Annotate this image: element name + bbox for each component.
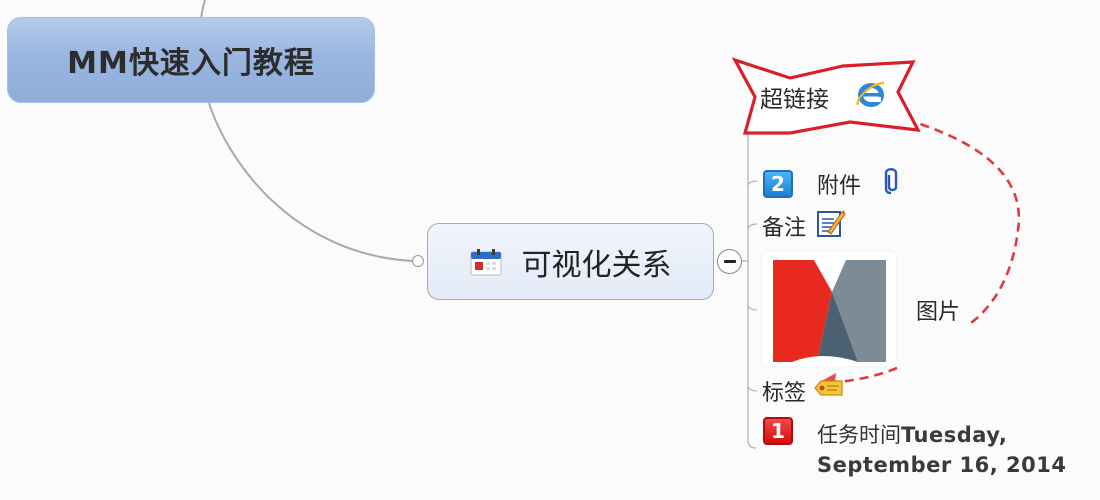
calendar-icon	[470, 248, 502, 276]
mindmanager-logo-image[interactable]	[762, 252, 896, 366]
subtopic-task-badge: 1	[763, 417, 793, 445]
note-pencil-icon[interactable]	[816, 208, 846, 244]
subtopic-attachment-label: 附件	[817, 174, 862, 199]
main-topic[interactable]: 可视化关系	[427, 223, 714, 300]
collapse-button[interactable]	[717, 249, 742, 274]
subtopic-picture-label: 图片	[916, 300, 961, 325]
connector-anchor-dot	[412, 255, 424, 267]
paperclip-icon[interactable]	[883, 166, 899, 202]
subtopic-tags-label: 标签	[762, 381, 807, 406]
subtopic-notes[interactable]: 备注	[762, 208, 846, 244]
main-topic-label: 可视化关系	[521, 247, 672, 283]
subtopic-picture[interactable]: 图片	[916, 294, 960, 326]
priority-badge-2: 2	[763, 170, 793, 198]
subtopic-bracket	[742, 130, 757, 449]
subtopic-hyperlink-label: 超链接	[760, 87, 829, 113]
minus-icon	[723, 260, 736, 263]
subtopic-attachment[interactable]: 2 附件	[763, 166, 899, 202]
subtopic-hyperlink[interactable]: 超链接	[760, 80, 829, 114]
task-date-line2: September 16, 2014	[817, 453, 1067, 477]
central-topic[interactable]: MM快速入门教程	[7, 17, 375, 103]
central-topic-label: MM快速入门教程	[67, 46, 315, 81]
subtopic-task-label: 任务时间	[817, 423, 901, 447]
internet-explorer-icon[interactable]	[855, 80, 887, 110]
subtopic-tags[interactable]: 标签	[762, 375, 844, 407]
subtopic-notes-label: 备注	[762, 216, 807, 241]
subtopic-task[interactable]: 任务时间Tuesday, September 16, 2014	[817, 420, 1066, 480]
priority-badge-1: 1	[763, 417, 793, 445]
tag-icon[interactable]	[814, 378, 844, 404]
task-date-line1: Tuesday,	[901, 423, 1008, 447]
hyperlink-boundary	[731, 57, 921, 135]
